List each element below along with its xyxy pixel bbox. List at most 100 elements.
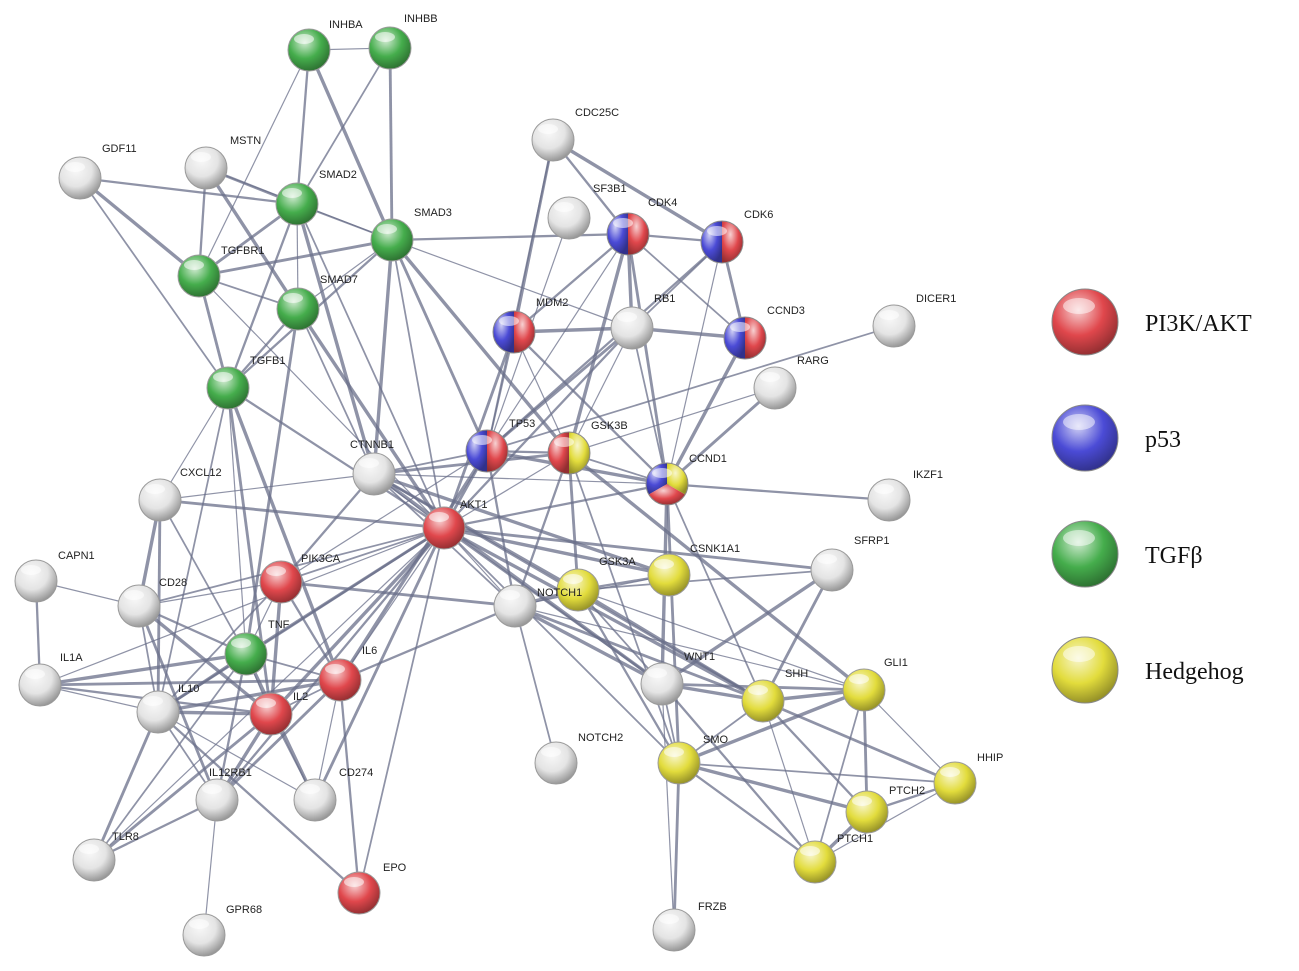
node-hhip[interactable]: HHIP — [933, 752, 1003, 805]
edge-rb1-akt1 — [443, 327, 633, 529]
node-cdk6[interactable]: CDK6 — [700, 209, 773, 264]
node-tnf[interactable]: TNF — [224, 619, 290, 676]
node-mdm2[interactable]: MDM2 — [492, 297, 568, 354]
legend-item-tgfb: TGFβ — [1051, 520, 1203, 588]
edge-il1a-il6 — [39, 678, 341, 687]
node-gli1[interactable]: GLI1 — [842, 657, 908, 712]
node-pik3ca[interactable]: PIK3CA — [259, 553, 341, 604]
node-dicer1[interactable]: DICER1 — [872, 293, 956, 348]
edge-inhbb-smad3 — [388, 47, 394, 241]
node-smad2[interactable]: SMAD2 — [275, 169, 357, 226]
node-label: IKZF1 — [913, 469, 943, 481]
node-label: TGFB1 — [250, 355, 285, 367]
edge-notch1-il6 — [339, 604, 516, 682]
node-notch1[interactable]: NOTCH1 — [493, 584, 582, 628]
node-smad3[interactable]: SMAD3 — [370, 207, 452, 262]
node-tlr8[interactable]: TLR8 — [72, 831, 139, 882]
node-cd274[interactable]: CD274 — [293, 767, 373, 822]
node-ikzf1[interactable]: IKZF1 — [867, 469, 943, 522]
node-mstn[interactable]: MSTN — [184, 135, 261, 190]
node-ccnd1[interactable]: CCND1 — [645, 453, 727, 506]
node-label: CCND3 — [767, 305, 805, 317]
node-gpr68[interactable]: GPR68 — [182, 904, 262, 957]
node-highlight — [429, 512, 449, 522]
node-gsk3a[interactable]: GSK3A — [599, 553, 691, 597]
edge-dicer1-tp53 — [486, 325, 895, 452]
node-sf3b1[interactable]: SF3B1 — [547, 183, 627, 240]
node-inhba[interactable]: INHBA — [287, 19, 363, 72]
node-gdf11[interactable]: GDF11 — [58, 143, 137, 200]
node-il2[interactable]: IL2 — [249, 691, 308, 736]
edge-sfrp1-shh — [761, 569, 834, 702]
edge-ccnd1-ctnnb1 — [373, 473, 668, 485]
edge-smad3-akt1 — [391, 239, 445, 529]
node-label: SHH — [785, 668, 808, 680]
edge-il12rb1-gpr68 — [203, 799, 218, 936]
node-cdk4[interactable]: CDK4 — [606, 197, 677, 256]
edge-pik3ca-notch1 — [280, 580, 516, 608]
node-capn1[interactable]: CAPN1 — [14, 550, 95, 603]
legend-sphere-highlight — [1063, 530, 1095, 546]
edge-tgfb1-cxcl12 — [159, 387, 229, 501]
node-ptch1[interactable]: PTCH1 — [793, 833, 873, 884]
node-highlight — [143, 696, 163, 706]
node-highlight — [849, 674, 869, 684]
node-tgfb1[interactable]: TGFB1 — [206, 355, 285, 410]
node-akt1[interactable]: AKT1 — [422, 499, 488, 550]
node-smo[interactable]: SMO — [657, 734, 729, 785]
node-rarg[interactable]: RARG — [753, 355, 829, 410]
node-label: CCND1 — [689, 453, 727, 465]
edge-akt1-cxcl12 — [159, 498, 445, 530]
node-label: CAPN1 — [58, 550, 95, 562]
node-label: DICER1 — [916, 293, 956, 305]
legend-sphere-highlight — [1063, 414, 1095, 430]
edge-smad2-tgfb1 — [226, 203, 299, 389]
edge-rarg-gsk3b — [568, 387, 776, 454]
node-wnt1[interactable]: WNT1 — [640, 651, 715, 706]
node-highlight — [499, 316, 519, 326]
edge-mdm2-gsk3b — [513, 331, 570, 454]
node-label: RB1 — [654, 293, 675, 305]
node-highlight — [760, 372, 780, 382]
node-sector-pi3k_akt — [722, 221, 743, 263]
node-smad7[interactable]: SMAD7 — [276, 274, 358, 331]
edge-ikzf1-ccnd1 — [666, 482, 890, 502]
node-il12rb1[interactable]: IL12RB1 — [195, 767, 252, 822]
node-label: GDF11 — [102, 143, 137, 155]
node-rb1[interactable]: RB1 — [610, 293, 675, 350]
node-il1a[interactable]: IL1A — [18, 652, 83, 707]
edge-il6-il12rb1 — [216, 678, 341, 802]
node-highlight — [659, 914, 679, 924]
node-il10[interactable]: IL10 — [136, 683, 199, 734]
node-epo[interactable]: EPO — [337, 862, 407, 915]
node-highlight — [940, 767, 960, 777]
node-cd28[interactable]: CD28 — [117, 577, 187, 628]
node-outline — [723, 316, 767, 360]
node-sector-pi3k_akt — [628, 213, 649, 255]
edge-rarg-ccnd1 — [666, 386, 776, 486]
node-label: CD274 — [339, 767, 373, 779]
node-ctnnb1[interactable]: CTNNB1 — [350, 439, 396, 496]
node-tgfbr1[interactable]: TGFBR1 — [177, 245, 264, 298]
node-label: GPR68 — [226, 904, 262, 916]
node-sfrp1[interactable]: SFRP1 — [810, 535, 889, 592]
node-cxcl12[interactable]: CXCL12 — [138, 467, 222, 522]
node-highlight — [472, 435, 492, 445]
node-frzb[interactable]: FRZB — [652, 901, 727, 952]
legend-label: PI3K/AKT — [1145, 311, 1252, 337]
node-il6[interactable]: IL6 — [318, 645, 377, 702]
node-shh[interactable]: SHH — [741, 668, 808, 723]
node-tp53[interactable]: TP53 — [465, 418, 535, 473]
node-ptch2[interactable]: PTCH2 — [845, 785, 925, 834]
node-highlight — [266, 566, 286, 576]
node-ccnd3[interactable]: CCND3 — [723, 305, 805, 360]
node-gsk3b[interactable]: GSK3B — [547, 420, 628, 475]
node-cdc25c[interactable]: CDC25C — [531, 107, 619, 162]
node-csnk1a1[interactable]: CSNK1A1 — [556, 543, 740, 612]
node-outline — [700, 220, 744, 264]
edge-tp53-notch1 — [485, 450, 517, 607]
node-notch2[interactable]: NOTCH2 — [534, 732, 623, 785]
edge-mdm2-akt1 — [442, 331, 516, 529]
node-inhbb[interactable]: INHBB — [368, 13, 438, 70]
